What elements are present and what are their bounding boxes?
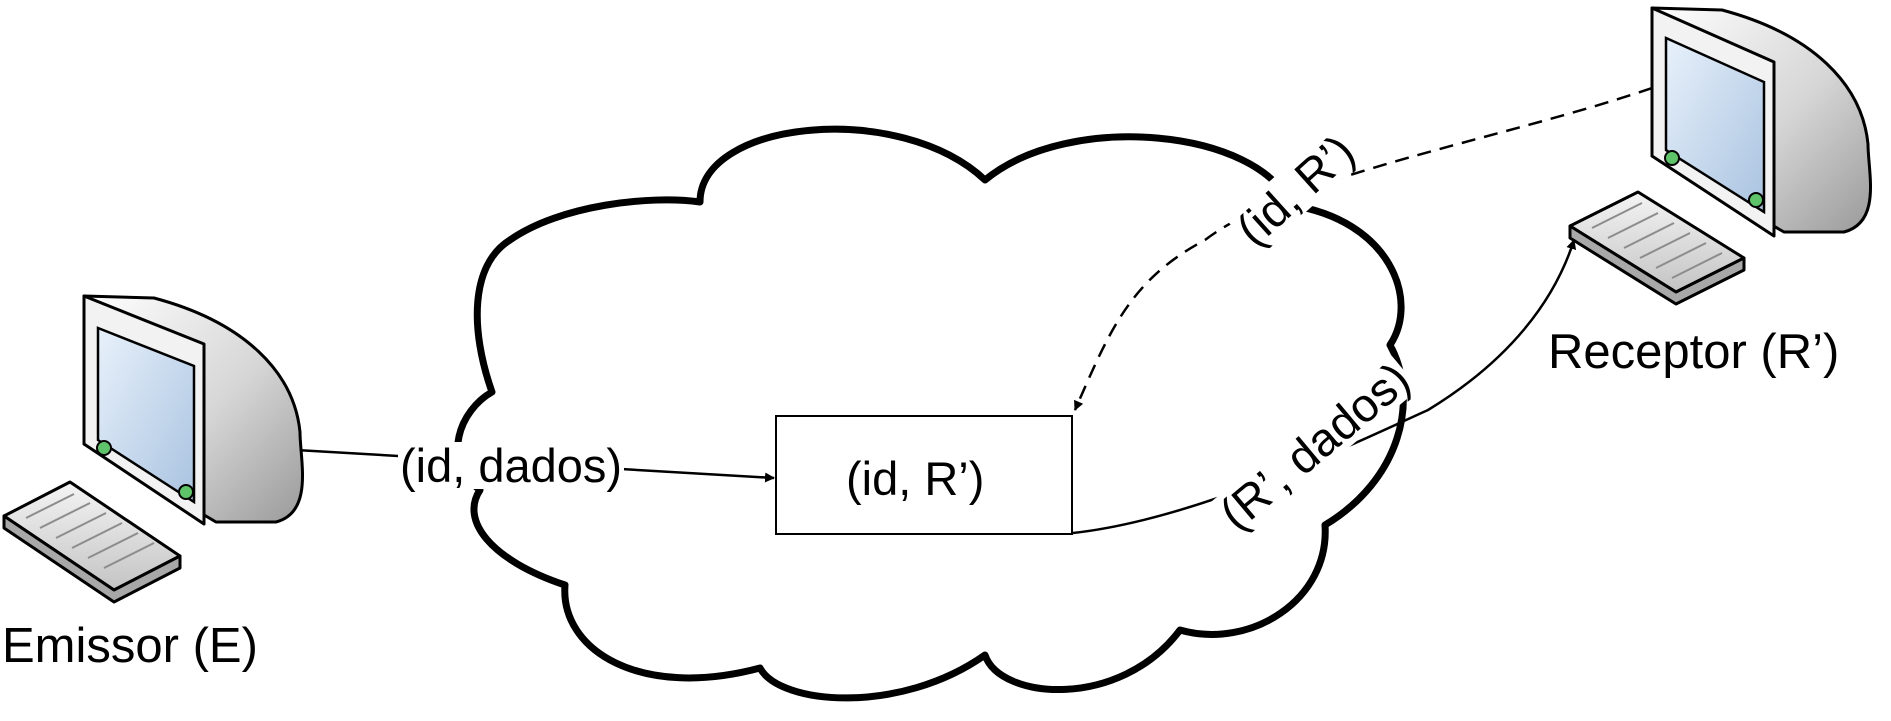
emitter-label: Emissor (E) <box>2 619 258 673</box>
network-cloud-icon <box>454 125 1407 702</box>
send-message-label: (id, dados) <box>398 439 625 492</box>
forward-arrow <box>1072 239 1577 535</box>
emitter-keyboard-icon <box>2 480 182 604</box>
mapping-box-text: (id, R’) <box>846 452 985 505</box>
receiver-keyboard-icon <box>1568 190 1746 306</box>
emitter-computer-icon <box>82 294 305 526</box>
receiver-computer-icon <box>1650 6 1872 238</box>
receiver-label: Receptor (R’) <box>1548 325 1840 379</box>
mapping-box <box>775 415 1073 535</box>
